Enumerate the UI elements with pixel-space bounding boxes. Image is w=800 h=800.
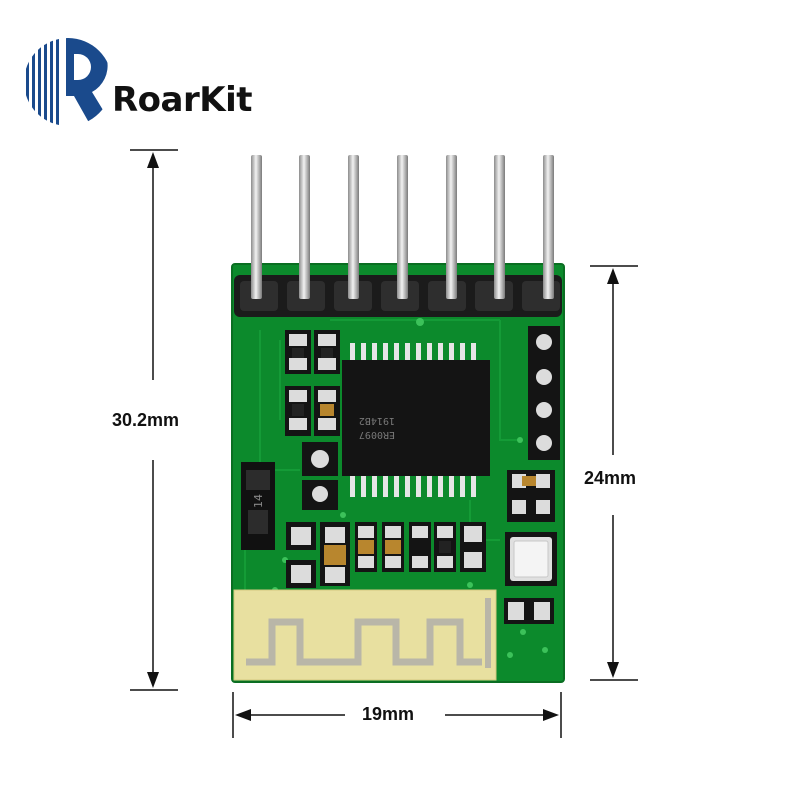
height-board-label: 24mm — [584, 468, 637, 488]
roarkit-logo-icon — [24, 38, 112, 126]
width-label: 19mm — [362, 704, 415, 724]
ic-chip: 1914B2 ER0097 — [342, 343, 490, 497]
diode-marking: 14 — [252, 494, 265, 508]
brand-name: RoarKit — [112, 80, 253, 120]
height-total-label: 30.2mm — [112, 410, 180, 430]
antenna-area — [233, 589, 497, 681]
smd-components: 14 — [241, 330, 486, 588]
right-pads — [504, 326, 560, 624]
chip-marking-1: 1914B2 — [359, 415, 395, 426]
dimension-lines — [130, 149, 638, 738]
pcb-board: 1914B2 ER0097 — [231, 155, 565, 683]
header-pins — [251, 155, 554, 299]
chip-marking-2: ER0097 — [359, 429, 395, 440]
